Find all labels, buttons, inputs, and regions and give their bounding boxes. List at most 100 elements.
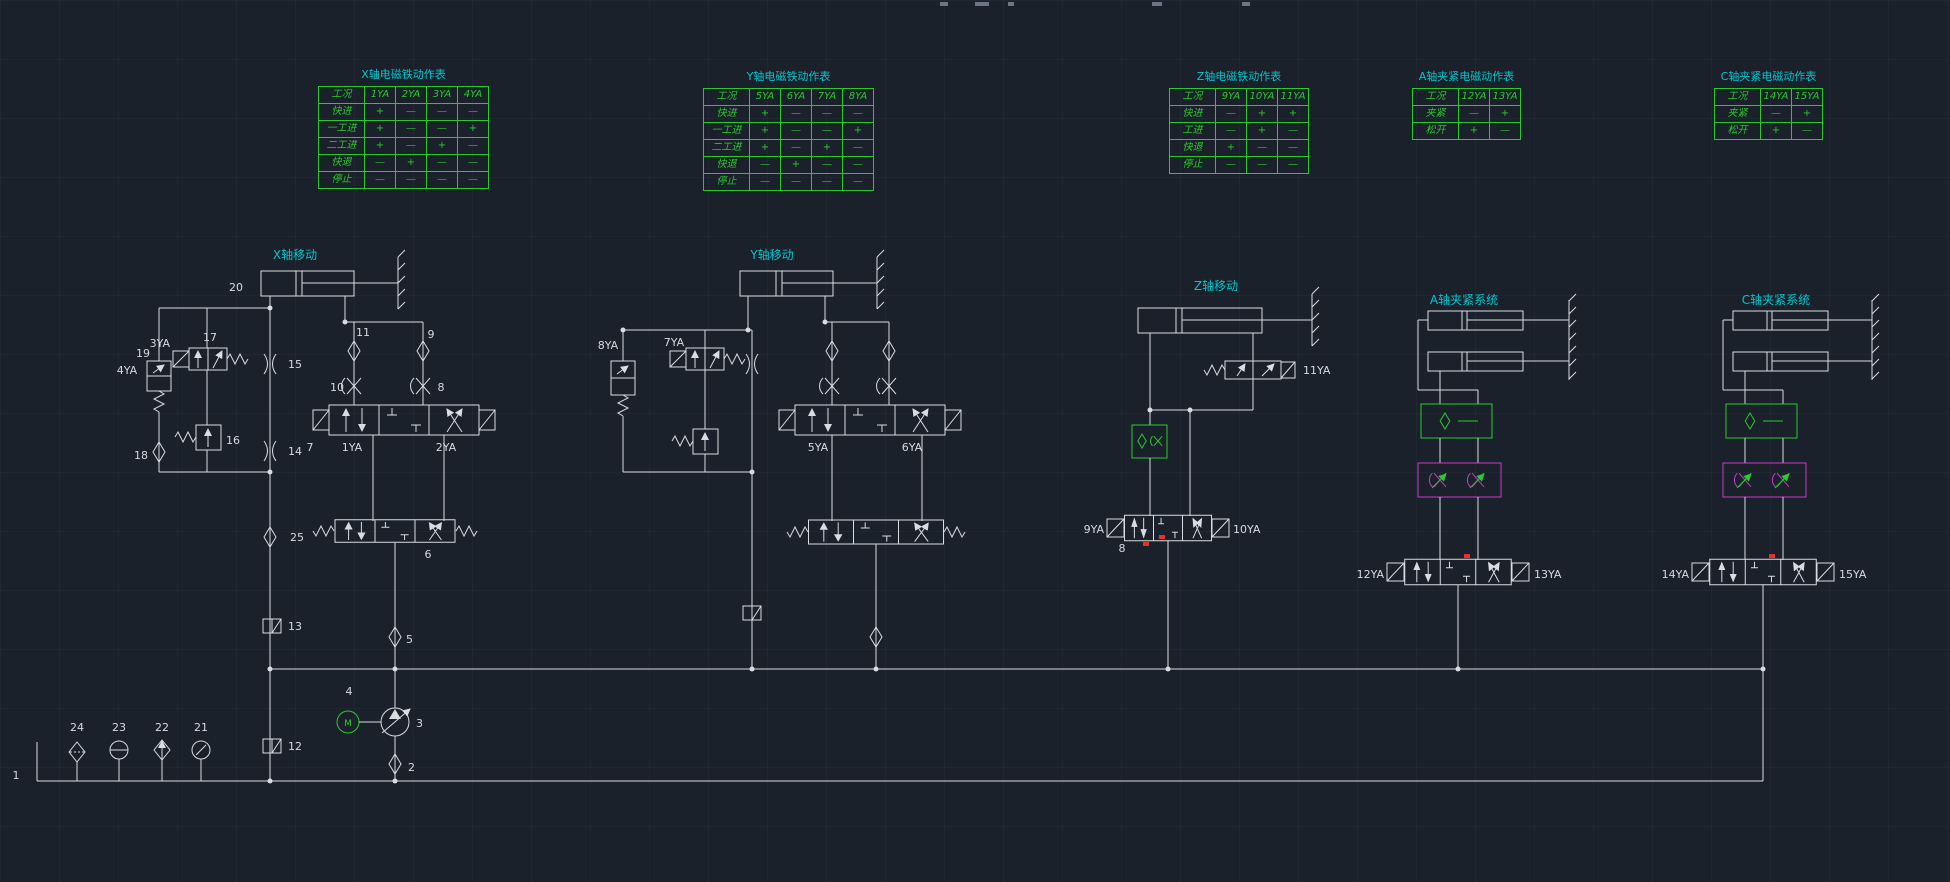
table-row-label: 停止 [318,171,364,188]
table-value-cell: — [842,156,873,173]
z-axis-circuit [1107,286,1320,669]
valve-3ya [173,348,249,370]
fixed-wall-anchor [1568,293,1577,381]
table-header-cell: 11YA [1277,88,1308,105]
c-section-title: C轴夹紧系统 [1742,292,1810,307]
section-titles: X轴移动 Y轴移动 Z轴移动 A轴夹紧系统 C轴夹紧系统 [273,247,1810,307]
valve-22 [154,740,170,781]
table-value-cell: — [395,103,426,120]
table-row-label: 快退 [318,154,364,171]
table-title: Y轴电磁铁动作表 [746,70,831,83]
throttle-8 [410,377,431,395]
callout-22: 22 [155,721,169,734]
gauge-filter-row [69,740,210,781]
y-axis-circuit [611,249,966,669]
table-header-cell: 9YA [1215,88,1246,105]
table-value-cell: + [1489,105,1520,122]
table-value-cell: — [457,171,488,188]
callout-17: 17 [203,331,217,344]
table-value-cell: + [364,137,395,154]
table-header-cell: 1YA [364,86,395,103]
table-header-cell: 8YA [842,88,873,105]
callout-3: 3 [416,717,423,730]
table-value-cell: + [749,105,780,122]
callout-13: 13 [288,620,302,633]
throttle-box-a [1418,463,1501,497]
valve-8ya [611,361,635,417]
callout-15: 15 [288,358,302,371]
callout-12ya: 12YA [1357,568,1385,581]
callout-18: 18 [134,449,148,462]
callout-11: 11 [356,326,370,339]
fixed-wall-anchor [1871,293,1880,381]
table-value-cell: — [811,122,842,139]
z-section-title: Z轴移动 [1194,278,1238,293]
callout-20: 20 [229,281,243,294]
callout-23: 23 [112,721,126,734]
callout-24: 24 [70,721,84,734]
callout-7: 7 [307,441,314,454]
table-row-label: 夹紧 [1714,105,1760,122]
callout-6: 6 [425,548,432,561]
table-value-cell: + [1791,105,1822,122]
pump-unit [337,708,411,781]
junction-dots [267,305,1766,784]
table-header-cell: 3YA [426,86,457,103]
table-value-cell: — [395,171,426,188]
table-title: X轴电磁铁动作表 [361,68,446,81]
throttle-10 [341,377,362,395]
callout-15ya: 15YA [1839,568,1867,581]
callout-3ya: 3YA [150,337,171,350]
callout-5ya: 5YA [808,441,829,454]
table-row-label: 一工进 [318,120,364,137]
table-value-cell: — [364,154,395,171]
callout-25: 25 [290,531,304,544]
table-row-label: 二工进 [703,139,749,156]
callout-8x: 8 [438,381,445,394]
table-value-cell: — [1277,122,1308,139]
fixed-wall-anchor [1311,286,1320,347]
table-value-cell: — [780,139,811,156]
callout-1: 1 [13,769,20,782]
table-header-cell: 10YA [1246,88,1277,105]
callout-2ya: 2YA [436,441,457,454]
table-value-cell: — [1458,105,1489,122]
callout-6ya: 6YA [902,441,923,454]
filter-24 [69,742,85,781]
table-value-cell: — [1215,156,1246,173]
table-value-cell: — [426,171,457,188]
table-header-cell: 5YA [749,88,780,105]
valve-4ya [147,361,171,413]
callout-10ya: 10YA [1233,523,1261,536]
table-value-cell: — [842,105,873,122]
callout-12: 12 [288,740,302,753]
pilot-check-box-z [1132,425,1167,458]
table-value-cell: — [457,154,488,171]
c-clamp-circuit [1692,293,1880,669]
table-value-cell: — [426,154,457,171]
valve-6 [312,520,478,543]
table-value-cell: — [780,122,811,139]
table-row-label: 快进 [318,103,364,120]
table-header-cell: 4YA [457,86,488,103]
callout-5: 5 [406,633,413,646]
valve-y-lower [786,520,966,544]
valve-11ya [1203,361,1295,379]
table-value-cell: — [426,103,457,120]
hydraulic-schematic [37,249,1880,784]
callout-16: 16 [226,434,240,447]
table-header-cell: 12YA [1458,88,1489,105]
table-value-cell: — [395,137,426,154]
table-title: Z轴电磁铁动作表 [1196,70,1282,83]
table-row-label: 停止 [1169,156,1215,173]
table-value-cell: + [811,139,842,156]
component-callouts: 20 19 4YA 17 3YA 15 16 14 18 11 9 10 8 7… [13,281,1867,782]
table-header-cell: 7YA [811,88,842,105]
motor-label: M [344,719,352,729]
valve-7ya [670,348,746,370]
table-value-cell: — [457,137,488,154]
